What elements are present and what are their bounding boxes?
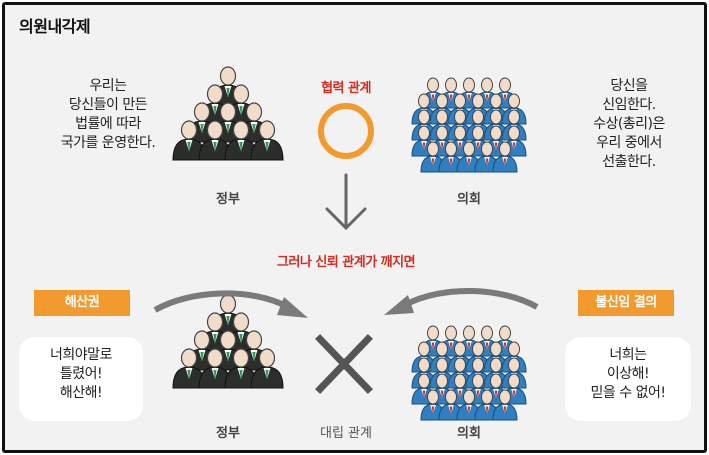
government-label-top: 정부: [216, 192, 240, 207]
government-label-bottom: 정부: [216, 426, 240, 441]
parliament-speech-bubble: 너희는 이상해! 믿을 수 없어!: [565, 337, 691, 421]
circle-icon: [318, 103, 374, 159]
government-speech-bubble: 너희야말로 틀렸어! 해산해!: [19, 337, 143, 421]
opposition-label: 대립 관계: [320, 426, 372, 441]
no-confidence-tag: 불신임 결의: [578, 290, 674, 316]
parliament-speech-top: 당신을 신임한다. 수상(총리)은 우리 중에서 선출한다.: [593, 78, 665, 170]
parliament-group-bottom: [412, 326, 526, 420]
parliament-label-bottom: 의회: [457, 426, 481, 441]
down-arrow-icon: [325, 173, 367, 231]
x-icon: [315, 334, 373, 394]
page-title: 의원내각제: [19, 17, 91, 36]
dissolution-power-tag: 해산권: [34, 290, 130, 316]
dissolution-arrow-icon: [153, 290, 308, 318]
diagram-graphics: [153, 5, 539, 450]
no-confidence-arrow-icon: [384, 288, 539, 315]
government-speech-top: 우리는 당신들이 만든 법률에 따라 국가를 운영한다.: [60, 78, 156, 151]
government-group-bottom: [173, 295, 283, 388]
trust-broken-caption: 그러나 신뢰 관계가 깨지면: [276, 255, 416, 270]
cooperation-label: 협력 관계: [321, 81, 371, 96]
parliament-label-top: 의회: [457, 192, 481, 207]
parliament-group-top: [412, 78, 526, 172]
